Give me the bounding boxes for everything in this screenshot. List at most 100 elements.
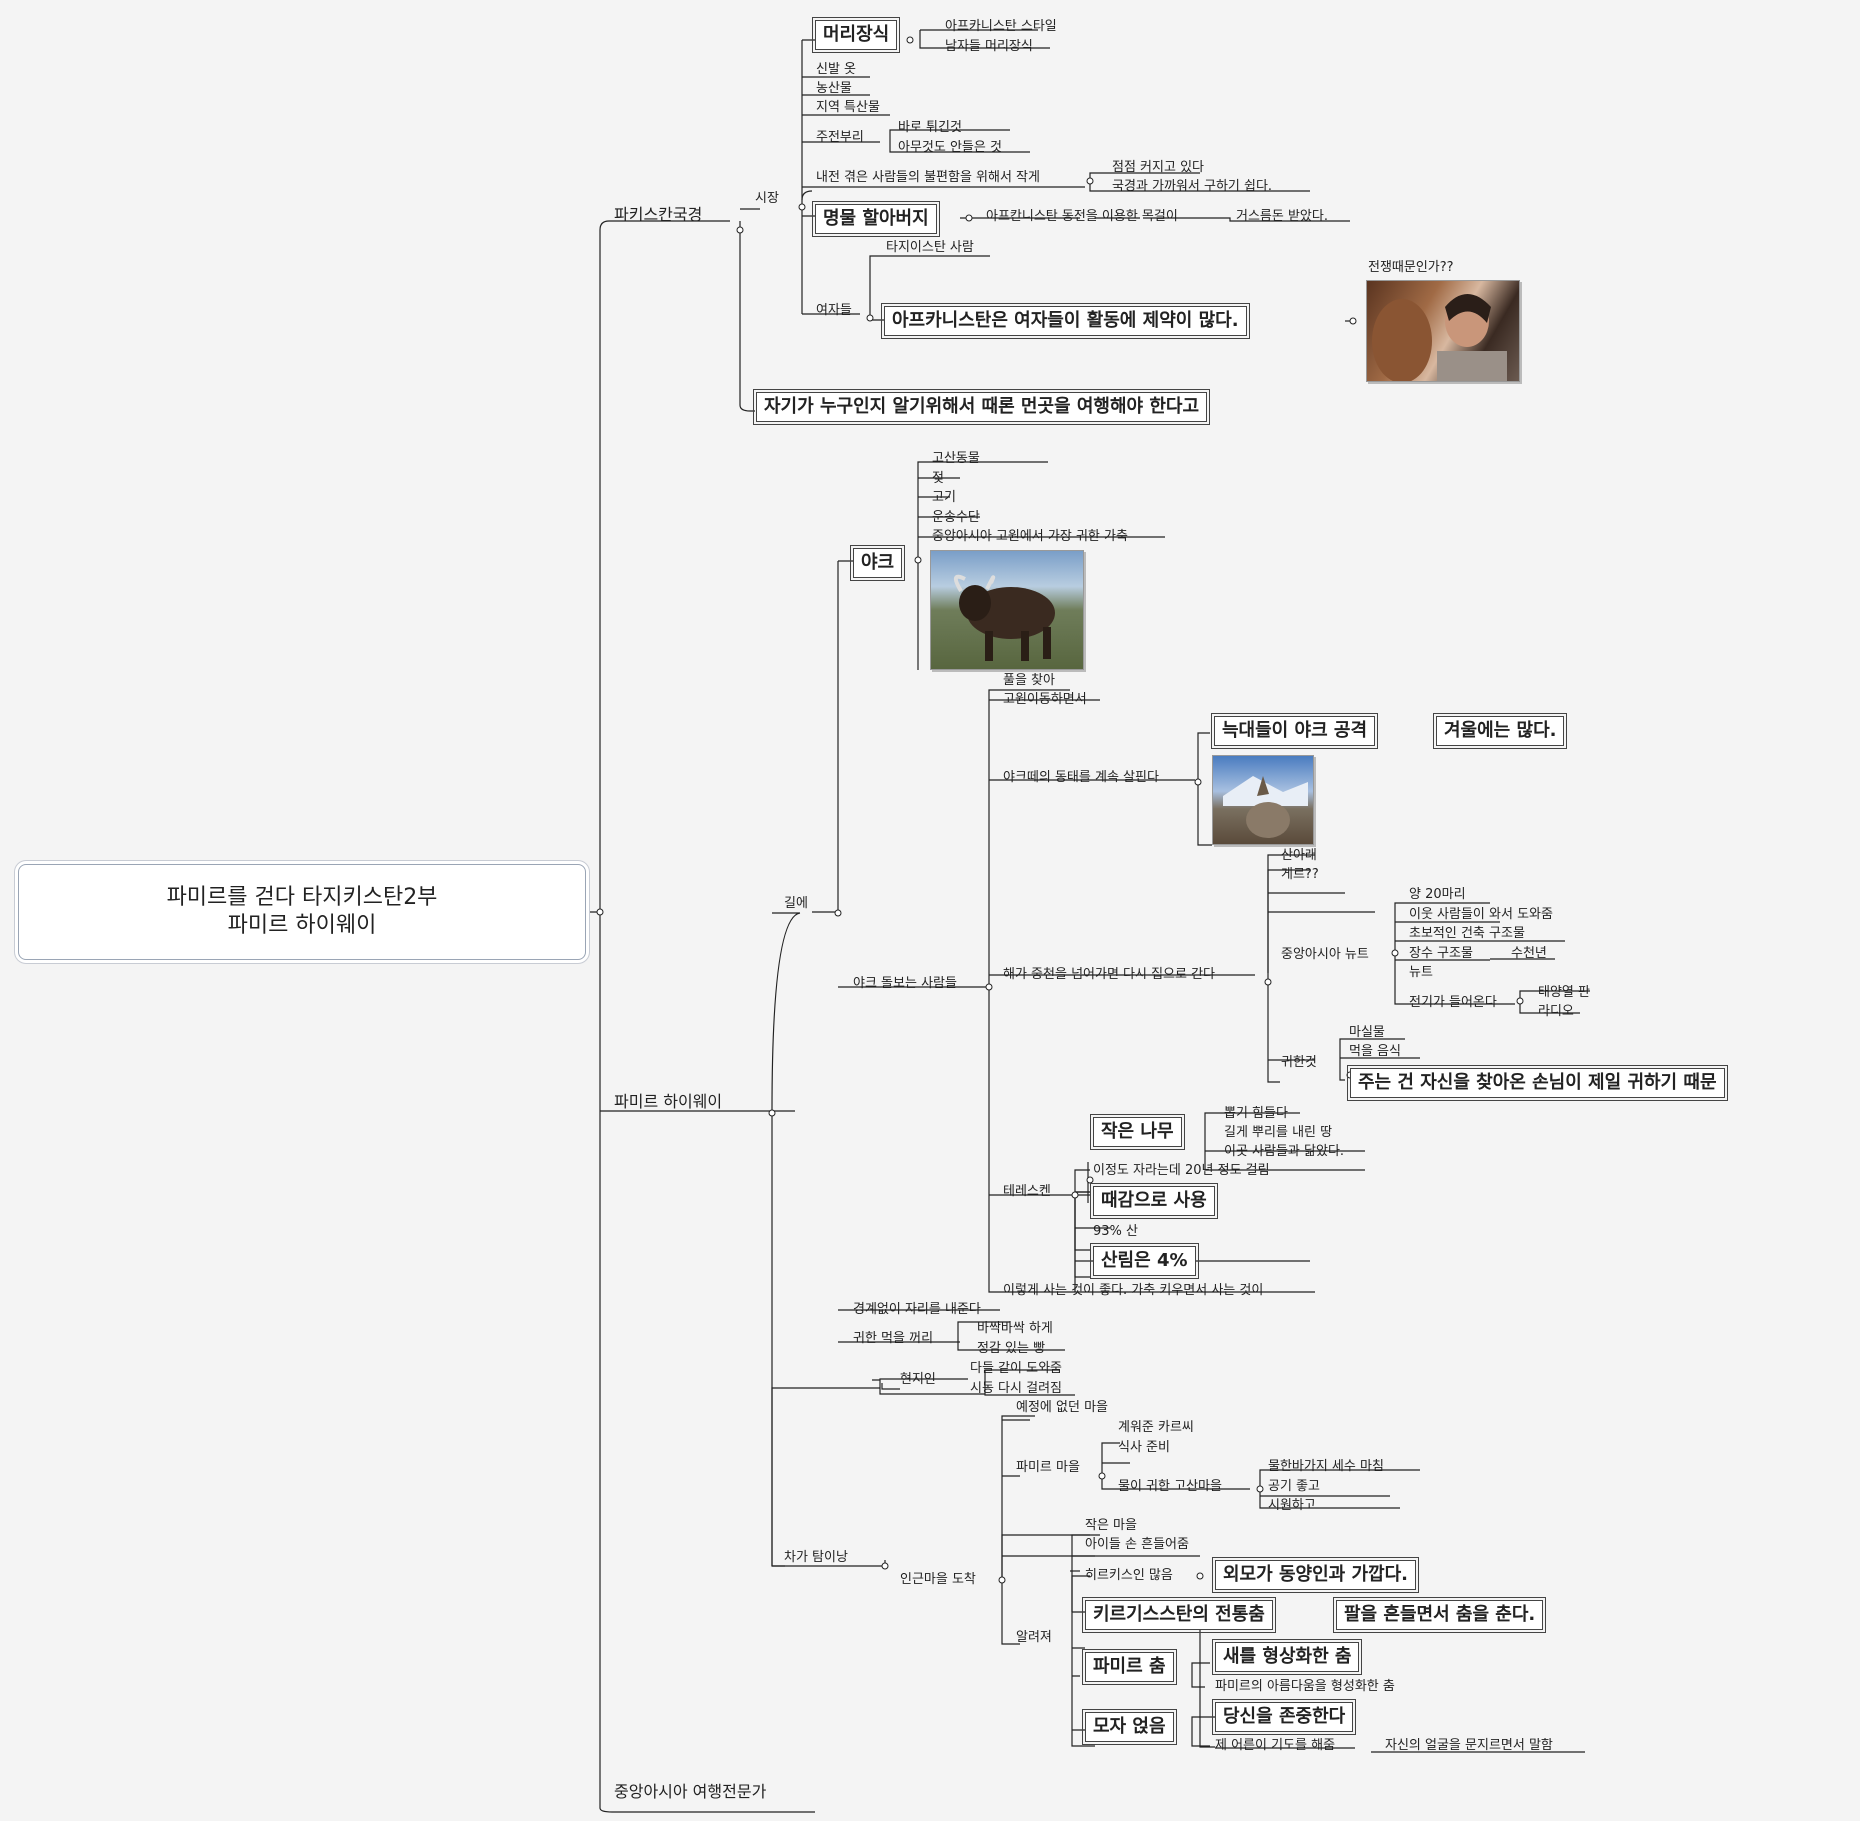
topic-pamir-dance-1[interactable]: 파미르의 아름다움을 형성화한 춤 xyxy=(1215,1679,1395,1694)
topic-arm-dance[interactable]: 팔을 흔들면서 춤을 춘다. xyxy=(1332,1597,1547,1633)
photo-caption[interactable]: 전쟁때문인가?? xyxy=(1368,260,1454,275)
topic-food-2[interactable]: 정감 있는 빵 xyxy=(977,1341,1046,1356)
topic-pamir-village[interactable]: 파미르 마을 xyxy=(1016,1460,1080,1475)
topic-pray-1[interactable]: 자신의 얼굴을 문지르면서 말함 xyxy=(1385,1738,1553,1753)
topic-seat[interactable]: 경계없이 자리를 내준다 xyxy=(853,1302,981,1317)
topic-grandpa-2[interactable]: 거스름돈 받았다. xyxy=(1236,209,1328,224)
topic-kettle[interactable]: 주전부리 xyxy=(816,130,864,145)
topic-wolf[interactable]: 늑대들이 야크 공격 xyxy=(1210,713,1379,749)
topic-women-box[interactable]: 아프카니스탄은 여자들이 활동에 제약이 많다. xyxy=(881,303,1250,339)
topic-kettle-1[interactable]: 바로 튀긴것 xyxy=(898,120,962,135)
topic-long-1[interactable]: 수천년 xyxy=(1511,946,1547,961)
topic-local-2[interactable]: 시동 다시 걸려짐 xyxy=(970,1381,1062,1396)
topic-yak-4[interactable]: 운송수단 xyxy=(932,510,980,525)
war-photo xyxy=(1366,280,1520,382)
topic-grandpa[interactable]: 명물 할아버지 xyxy=(812,201,940,237)
topic-women[interactable]: 여자들 xyxy=(816,303,852,318)
topic-solar[interactable]: 태양열 판 xyxy=(1538,985,1590,1000)
topic-road[interactable]: 길에 xyxy=(784,896,808,911)
topic-hat[interactable]: 모자 얹음 xyxy=(1082,1709,1177,1745)
topic-pv-3b[interactable]: 공기 좋고 xyxy=(1268,1479,1320,1494)
topic-kyrgyz[interactable]: 히르키스인 많음 xyxy=(1085,1568,1173,1583)
topic-yak-2[interactable]: 젖 xyxy=(932,471,944,486)
topic-shoes[interactable]: 신발 옷 xyxy=(816,62,857,77)
topic-yak[interactable]: 야크 xyxy=(849,545,906,581)
topic-pv-1[interactable]: 계워준 카르씨 xyxy=(1118,1420,1194,1435)
topic-bird-dance[interactable]: 새를 형상화한 춤 xyxy=(1211,1639,1363,1675)
topic-precious[interactable]: 귀한것 xyxy=(1281,1055,1317,1070)
topic-arrive[interactable]: 인근마을 도착 xyxy=(900,1572,976,1587)
topic-radio[interactable]: 라디오 xyxy=(1538,1004,1574,1019)
topic-yak-5[interactable]: 중앙아시아 고원에서 가장 귀한 가축 xyxy=(932,529,1128,544)
topic-kids[interactable]: 아이들 손 흔들어줌 xyxy=(1085,1537,1189,1552)
topic-travel[interactable]: 자기가 누구인지 알기위해서 때론 먼곳을 여행해야 한다고 xyxy=(752,389,1211,425)
topic-newtown[interactable]: 중앙아시아 뉴트 xyxy=(1281,947,1369,962)
branch-highway[interactable]: 파미르 하이웨이 xyxy=(614,1092,723,1111)
topic-arrive-1[interactable]: 예정에 없던 마을 xyxy=(1016,1400,1108,1415)
topic-long[interactable]: 장수 구조물 xyxy=(1409,946,1473,961)
topic-neighbor[interactable]: 이웃 사람들이 와서 도와줌 xyxy=(1409,907,1553,922)
topic-agri[interactable]: 농산물 xyxy=(816,81,852,96)
topic-war-2[interactable]: 국경과 가까워서 구하기 쉽다. xyxy=(1112,179,1273,194)
topic-pv-2[interactable]: 식사 준비 xyxy=(1118,1440,1170,1455)
topic-ger[interactable]: 게르?? xyxy=(1281,867,1319,882)
topic-mountain[interactable]: 산아래 xyxy=(1281,848,1317,863)
topic-tree-3[interactable]: 이곳 사람들과 닮았다. xyxy=(1224,1144,1345,1159)
topic-local-1[interactable]: 다들 같이 도와줌 xyxy=(970,1361,1062,1376)
wolf-photo xyxy=(1212,755,1314,845)
topic-known[interactable]: 알려져 xyxy=(1016,1630,1052,1645)
topic-war[interactable]: 내전 겪은 사람들의 불편함을 위해서 작게 xyxy=(816,170,1040,185)
topic-teresken[interactable]: 테레스켄 xyxy=(1003,1184,1051,1199)
branch-expert[interactable]: 중앙아시아 여행전문가 xyxy=(614,1782,767,1801)
topic-tree-2[interactable]: 길게 뿌리를 내린 땅 xyxy=(1224,1125,1333,1140)
topic-power[interactable]: 전기가 들어온다 xyxy=(1409,995,1497,1010)
topic-mount93[interactable]: 93% 산 xyxy=(1093,1224,1138,1239)
topic-pamir-dance[interactable]: 파미르 춤 xyxy=(1082,1649,1177,1685)
topic-pv-3c[interactable]: 시원하고 xyxy=(1268,1498,1316,1513)
topic-kyr-dance[interactable]: 키르기스스탄의 전통춤 xyxy=(1082,1597,1276,1633)
topic-sheep[interactable]: 양 20마리 xyxy=(1409,887,1466,902)
topic-water[interactable]: 마실물 xyxy=(1349,1025,1385,1040)
topic-fuel[interactable]: 때감으로 사용 xyxy=(1090,1183,1218,1219)
topic-return[interactable]: 해가 중천을 넘어가면 다시 집으로 간다 xyxy=(1003,967,1216,982)
topic-eat[interactable]: 먹을 음식 xyxy=(1349,1044,1401,1059)
branch-pakistan[interactable]: 파키스칸국경 xyxy=(614,205,703,224)
topic-hair-2[interactable]: 남자들 머리장식 xyxy=(945,39,1033,54)
topic-grow[interactable]: 이정도 자라는데 20년 정도 걸림 xyxy=(1093,1163,1270,1178)
topic-winter[interactable]: 겨울에는 많다. xyxy=(1432,713,1568,749)
topic-good-life[interactable]: 이렇게 사는 것이 좋다. 가축 키우면서 사는 것이 xyxy=(1003,1283,1264,1298)
central-topic[interactable]: 파미르를 걷다 타지키스탄2부 파미르 하이웨이 xyxy=(18,864,586,960)
topic-women-1[interactable]: 타지이스탄 사람 xyxy=(886,240,974,255)
topic-pv-3a[interactable]: 물한바가지 세수 마침 xyxy=(1268,1459,1384,1474)
topic-basic[interactable]: 초보적인 건축 구조물 xyxy=(1409,926,1525,941)
topic-pv-3[interactable]: 물이 귀한 고산마을 xyxy=(1118,1479,1222,1494)
topic-tree[interactable]: 작은 나무 xyxy=(1090,1114,1185,1150)
topic-local[interactable]: 현지인 xyxy=(900,1372,936,1387)
topic-guest[interactable]: 주는 건 자신을 찾아온 손님이 제일 귀하기 때문 xyxy=(1347,1065,1728,1101)
topic-forest[interactable]: 산림은 4% xyxy=(1090,1243,1199,1279)
topic-market[interactable]: 시장 xyxy=(755,191,779,206)
topic-newt[interactable]: 뉴트 xyxy=(1409,965,1433,980)
topic-watch[interactable]: 야크떼의 동태를 계속 살핀다 xyxy=(1003,770,1159,785)
topic-move[interactable]: 고원이동하면서 xyxy=(1003,692,1087,707)
topic-respect[interactable]: 당신을 존중한다 xyxy=(1211,1699,1357,1735)
topic-yak-3[interactable]: 고기 xyxy=(932,490,956,505)
topic-herders[interactable]: 야크 돌보는 사람들 xyxy=(853,976,957,991)
topic-hair-1[interactable]: 아프카니스탄 스타일 xyxy=(945,19,1057,34)
topic-grass[interactable]: 풀을 찾아 xyxy=(1003,673,1055,688)
topic-small-village[interactable]: 작은 마을 xyxy=(1085,1518,1137,1533)
topic-tree-1[interactable]: 뽑기 힘들다 xyxy=(1224,1106,1288,1121)
topic-kettle-2[interactable]: 아무것도 안들은 것 xyxy=(898,140,1002,155)
topic-car[interactable]: 차가 탐이낭 xyxy=(784,1550,848,1565)
topic-regional[interactable]: 지역 특산물 xyxy=(816,100,880,115)
topic-food-1[interactable]: 바싹바싹 하게 xyxy=(977,1321,1053,1336)
topic-hair[interactable]: 머리장식 xyxy=(811,17,901,53)
topic-war-1[interactable]: 점점 커지고 있다 xyxy=(1112,160,1204,175)
topic-food[interactable]: 귀한 먹을 꺼리 xyxy=(853,1331,934,1346)
topic-yak-1[interactable]: 고산동물 xyxy=(932,451,980,466)
topic-asian[interactable]: 외모가 동양인과 가깝다. xyxy=(1212,1557,1419,1593)
topic-grandpa-1[interactable]: 아프칸니스탄 동전을 이용한 목걸이 xyxy=(986,209,1178,224)
topic-pray[interactable]: 제 어른이 기도를 해줌 xyxy=(1215,1738,1336,1753)
wolf-icon xyxy=(1223,776,1308,838)
